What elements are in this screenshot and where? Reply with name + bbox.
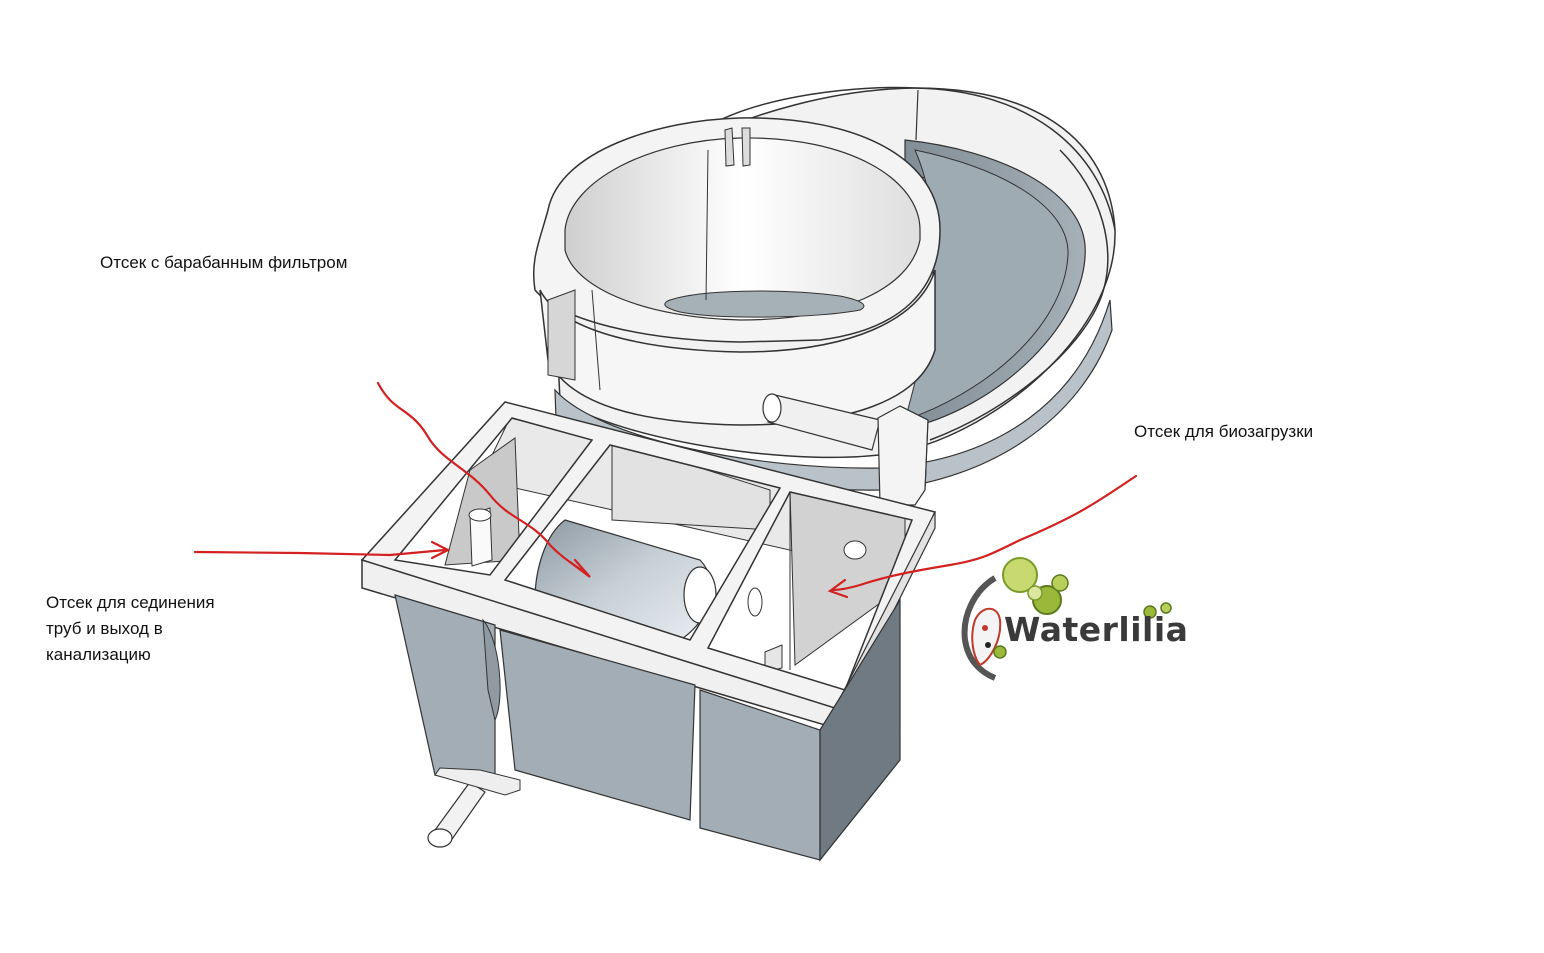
drum-ring-inner-wall	[564, 137, 921, 321]
annotation-arrows	[193, 381, 1138, 599]
arrow-pipes	[193, 548, 447, 557]
drum-ring-outer-band	[539, 269, 936, 426]
label-drum-filter-compartment: Отсек с барабанным фильтром	[100, 253, 348, 272]
drum-ring-bottom	[664, 290, 865, 318]
label-pipes-outlet-compartment: Отсек для сединения труб и выход в канал…	[46, 593, 215, 664]
drum-filter-ring	[532, 117, 941, 426]
arrow-drum-filter-head	[568, 558, 591, 578]
connecting-pipe	[762, 393, 929, 506]
arrow-pipes-head	[430, 540, 451, 560]
box-side-dark	[819, 597, 901, 862]
waterlilia-logo-emblem	[961, 557, 1172, 681]
pipe-riser	[877, 405, 929, 506]
arrow-drum-filter	[376, 381, 590, 577]
drum-ring-slot	[724, 127, 751, 167]
arrow-bio-head	[827, 578, 849, 599]
tank-rim-right	[929, 149, 1109, 441]
tank-top-rim	[704, 86, 1116, 231]
arrow-bio	[830, 474, 1138, 592]
box-unit	[360, 401, 937, 862]
label-bio-load-compartment: Отсек для биозагрузки	[1134, 422, 1314, 441]
box-lower-middle	[499, 629, 696, 821]
box-lower-left	[394, 594, 496, 791]
waterlilia-logo-text: Waterlilia	[1004, 610, 1189, 649]
